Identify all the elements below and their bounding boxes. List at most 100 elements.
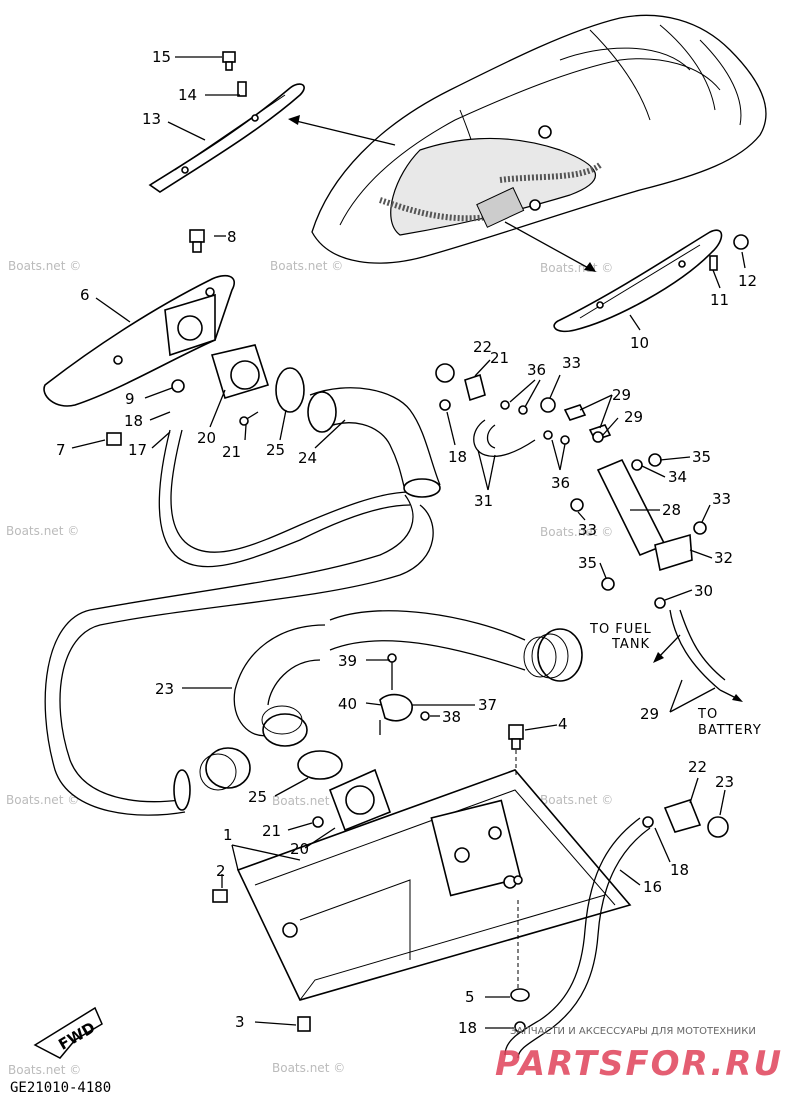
- callout-38: 38: [442, 708, 461, 726]
- handle-grip-part-13: [148, 83, 305, 193]
- bracket-part-31: [654, 533, 693, 572]
- watermark-text: Boats.net ©: [272, 1061, 345, 1075]
- callout-36: 36: [551, 474, 570, 492]
- nut-part-34: [631, 459, 643, 471]
- watermark-text: Boats.net ©: [272, 794, 345, 808]
- callout-30: 31: [474, 492, 493, 510]
- callout-26: 28: [662, 501, 681, 519]
- callout-3: 3: [235, 1013, 245, 1031]
- callout-9: 9: [125, 390, 135, 408]
- watermark-text: Boats.net ©: [540, 525, 613, 539]
- callout-36: 36: [527, 361, 546, 379]
- drawing-code: GE21010-4180: [10, 1080, 111, 1096]
- callout-31: 32: [714, 549, 733, 567]
- hose-part-28: [653, 609, 743, 702]
- cap-part-15: [222, 51, 236, 71]
- callout-27: 29: [612, 386, 631, 404]
- bellows-joint-lower: [199, 705, 308, 791]
- filter-part-26: [596, 458, 667, 557]
- note-to-battery-line1: TO: [697, 707, 718, 722]
- clamp-part-25-upper: [275, 367, 305, 413]
- callout-20: 23: [715, 773, 734, 791]
- watermark-text: Boats.net ©: [540, 261, 613, 275]
- callout-22: 21: [262, 822, 281, 840]
- callout-24: 24: [298, 449, 317, 467]
- cap-part-8: [189, 229, 205, 253]
- callout-25: 25: [266, 441, 285, 459]
- watermark-text: Boats.net ©: [8, 1063, 81, 1077]
- callout-19: 21: [490, 349, 509, 367]
- watermark-text: Boats.net ©: [6, 524, 79, 538]
- callout-20: 22: [473, 338, 492, 356]
- callout-2: 2: [216, 862, 226, 880]
- note-to-fuel-tank-line2: TANK: [611, 637, 650, 652]
- callout-18: 18: [458, 1019, 477, 1037]
- watermark-text: Boats.net ©: [270, 259, 343, 273]
- flange-part-21-upper: [210, 344, 270, 399]
- screw-part-22-lower: [312, 816, 324, 828]
- callout-33: 33: [712, 490, 731, 508]
- callout-1: 1: [223, 826, 233, 844]
- callout-5: 5: [465, 988, 475, 1006]
- drain-part-4: [508, 724, 524, 775]
- bolt-part-11: [709, 255, 718, 271]
- callout-21: 20: [290, 840, 309, 858]
- screw-part-22-upper: [239, 411, 259, 426]
- part-callouts: 15 14 13 8 6 9 18 7 17 20 21 25 24 11 12…: [56, 48, 757, 1037]
- watermark-text: Boats.net ©: [6, 793, 79, 807]
- bolt-part-14: [237, 81, 247, 97]
- callout-32: 33: [562, 354, 581, 372]
- tank-part-1: [236, 769, 632, 1001]
- duct-cover-part-6: [43, 274, 235, 407]
- cap-part-12: [733, 234, 749, 250]
- clip-part-18-lower: [514, 816, 654, 1033]
- callout-40: 40: [338, 695, 357, 713]
- note-to-fuel-tank-line1: TO FUEL: [589, 622, 652, 637]
- leader-lines: [71, 56, 746, 1029]
- watermark-layer: Boats.net © Boats.net © Boats.net © Boat…: [6, 259, 613, 1077]
- callout-18: 18: [448, 448, 467, 466]
- callout-8: 8: [227, 228, 237, 246]
- fitting-part-20-lower: [707, 816, 729, 838]
- callout-25: 25: [248, 788, 267, 806]
- elbow-part-19-upper: [464, 373, 486, 402]
- callout-18: 18: [670, 861, 689, 879]
- callout-29: 30: [694, 582, 713, 600]
- fitting-part-20-upper: [435, 363, 455, 383]
- callout-19: 22: [688, 758, 707, 776]
- callout-33: 33: [578, 521, 597, 539]
- watermark-text: Boats.net ©: [540, 793, 613, 807]
- cap-part-2: [212, 889, 228, 903]
- shop-watermark: ЗАПЧАСТИ И АКСЕССУАРЫ ДЛЯ МОТОТЕХНИКИ PA…: [495, 1026, 781, 1084]
- callout-14: 14: [178, 86, 197, 104]
- duct-part-24: [307, 387, 441, 498]
- callout-10: 10: [630, 334, 649, 352]
- clamp-part-25-lower: [297, 750, 343, 780]
- cap-part-7: [106, 432, 122, 446]
- callout-4: 4: [558, 715, 568, 733]
- callout-35: 35: [578, 554, 597, 572]
- callout-18: 18: [124, 412, 143, 430]
- nut-part-5: [510, 900, 530, 1002]
- grommet-part-9: [171, 379, 185, 393]
- callout-11: 11: [710, 291, 729, 309]
- callout-35: 35: [692, 448, 711, 466]
- hose-part-23: [44, 494, 526, 816]
- fitting-part-19-lower: [663, 799, 702, 833]
- clamps-part-29: [592, 431, 666, 609]
- callout-7: 7: [56, 441, 66, 459]
- callout-6: 6: [80, 286, 90, 304]
- callout-23: 23: [155, 680, 174, 698]
- hose-part-30: [473, 419, 536, 457]
- shop-tagline: ЗАПЧАСТИ И АКСЕССУАРЫ ДЛЯ МОТОТЕХНИКИ: [510, 1026, 756, 1037]
- callout-17: 17: [128, 441, 147, 459]
- callout-15: 15: [152, 48, 171, 66]
- fitting-part-32: [540, 397, 556, 413]
- callout-21: 20: [197, 429, 216, 447]
- callout-39: 39: [338, 652, 357, 670]
- cover-plate-part-10: [553, 229, 723, 333]
- callout-16: 16: [643, 878, 662, 896]
- cap-part-3: [297, 1016, 311, 1032]
- nuts-part-33: [570, 498, 707, 535]
